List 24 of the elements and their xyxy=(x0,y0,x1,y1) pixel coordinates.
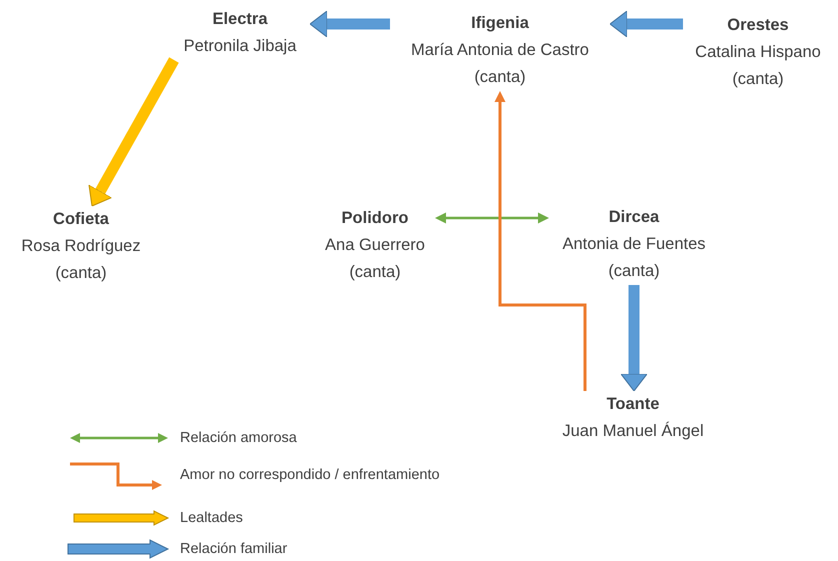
character-name: Orestes xyxy=(726,15,790,36)
block-arrow xyxy=(620,285,648,392)
arrow xyxy=(435,212,549,224)
character-name: Electra xyxy=(211,9,269,30)
legend-label: Amor no correspondido / enfrentamiento xyxy=(180,467,440,483)
block-arrow xyxy=(610,10,683,38)
actor-name: Petronila Jibaja xyxy=(182,36,298,57)
character-name: Cofieta xyxy=(52,209,110,230)
block-arrow xyxy=(88,57,179,206)
character-name: Toante xyxy=(606,394,660,415)
actor-name: Rosa Rodríguez (canta) xyxy=(20,236,142,284)
character-name: Ifigenia xyxy=(470,13,530,34)
actor-name: Juan Manuel Ángel xyxy=(561,420,705,442)
character-name: Dircea xyxy=(608,207,660,228)
character-name: Polidoro xyxy=(340,208,410,229)
legend-label: Relación familiar xyxy=(180,541,288,557)
block-arrow xyxy=(310,10,390,38)
actor-name: Antonia de Fuentes (canta) xyxy=(561,234,707,282)
actor-name: Catalina Hispano (canta) xyxy=(694,42,822,90)
actor-name: Ana Guerrero (canta) xyxy=(324,235,426,283)
arrow xyxy=(494,91,586,391)
actor-name: María Antonia de Castro (canta) xyxy=(410,40,590,88)
legend-label: Lealtades xyxy=(180,510,243,526)
legend-label: Relación amorosa xyxy=(180,430,297,446)
